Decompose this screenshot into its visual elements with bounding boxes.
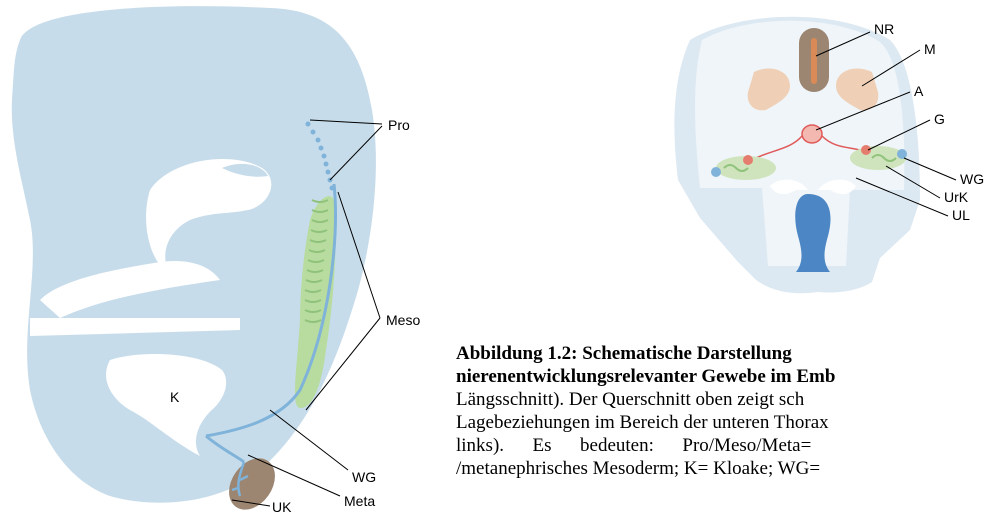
label-nr: NR xyxy=(874,21,894,37)
caption-line-4: Lagebeziehungen im Bereich der unteren T… xyxy=(456,411,990,434)
label-uk: UK xyxy=(272,499,292,512)
cross-section-illustration: NR M A G WG UrK UL xyxy=(674,17,984,294)
aorta xyxy=(802,125,822,143)
label-wg-section: WG xyxy=(960,171,984,187)
label-wg: WG xyxy=(352,469,376,485)
label-g: G xyxy=(934,111,945,127)
label-urk: UrK xyxy=(944,189,969,205)
embryo-illustration: Pro Meso K WG Meta UK xyxy=(12,6,421,512)
label-a: A xyxy=(914,83,924,99)
label-meso: Meso xyxy=(386,312,420,328)
caption-line-5: links). Es bedeuten: Pro/Meso/Meta= xyxy=(456,434,990,457)
label-pro: Pro xyxy=(388,117,410,133)
caption-line-3: Längsschnitt). Der Querschnitt oben zeig… xyxy=(456,388,990,411)
figure-caption: Abbildung 1.2: Schematische Darstellung … xyxy=(456,342,990,480)
label-ul: UL xyxy=(952,207,970,223)
neural-tube-core xyxy=(811,38,817,84)
caption-line-6: /metanephrisches Mesoderm; K= Kloake; WG… xyxy=(456,457,990,480)
label-m: M xyxy=(924,41,936,57)
label-meta: Meta xyxy=(344,493,375,509)
label-k: K xyxy=(170,389,180,405)
caption-line-2: nierenentwicklungsrelevanter Gewebe im E… xyxy=(456,365,990,388)
caption-line-1: Abbildung 1.2: Schematische Darstellung xyxy=(456,342,990,365)
